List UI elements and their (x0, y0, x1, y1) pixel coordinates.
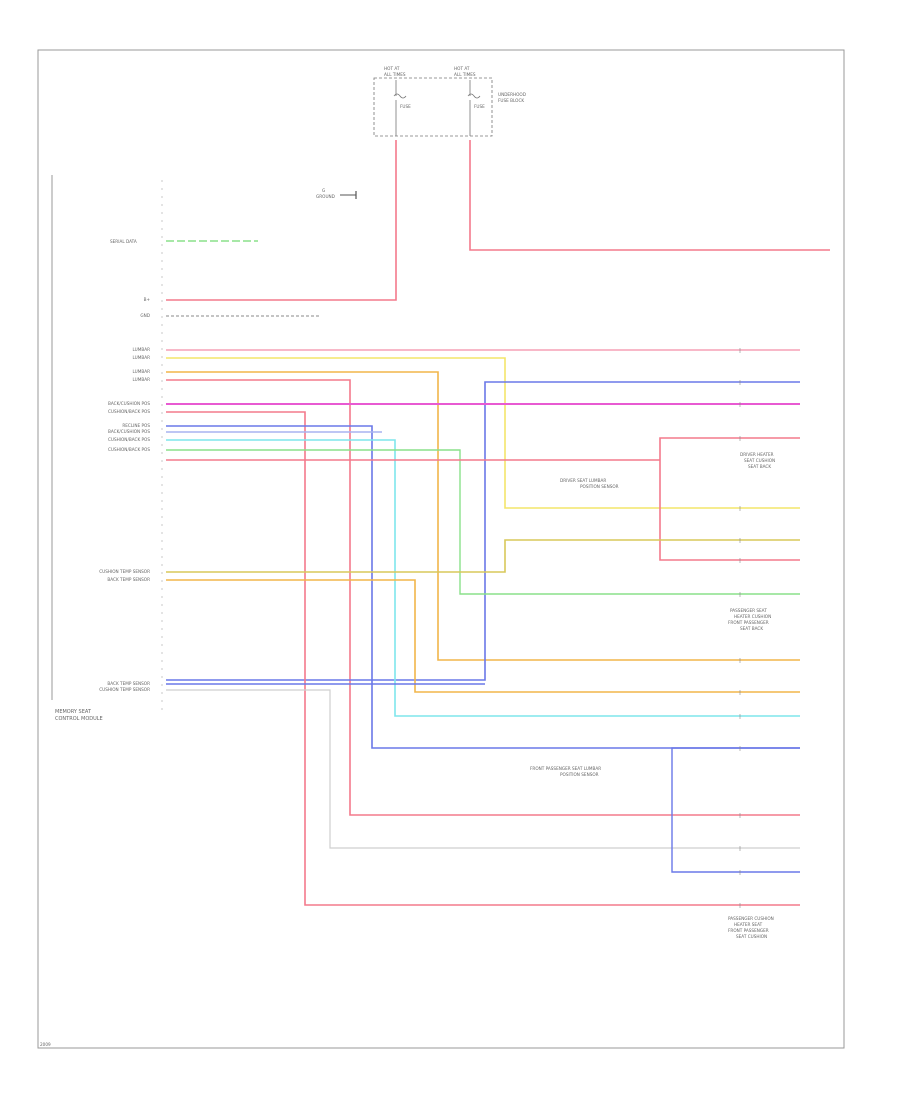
wire-fuse-2-power (469, 140, 830, 251)
passenger-label-1: PASSENGER SEAT (730, 608, 767, 613)
ground-label-2: GROUND (316, 194, 335, 199)
driver-lumbar-label-1: DRIVER SEAT LUMBAR (560, 478, 606, 483)
wire-red-long (166, 411, 800, 906)
left-signal-label: CUSHION/BACK POS (108, 409, 150, 414)
fuse-block: HOT AT ALL TIMES HOT AT ALL TIMES UNDERH… (373, 66, 526, 137)
wire-cushion-temp (166, 539, 800, 573)
left-signal-label: CUSHION/BACK POS (108, 437, 150, 442)
wire-lumbar-3 (166, 371, 800, 661)
wire-blue-upper (166, 381, 800, 681)
driver-heater-label-2: SEAT CUSHION (744, 458, 775, 463)
diagram-frame (37, 49, 845, 1049)
wire-lumbar-4 (166, 379, 800, 816)
left-signal-label: LUMBAR (133, 369, 151, 374)
fuse-2-sub-label: ALL TIMES (454, 72, 476, 77)
driver-heater-label-3: SEAT BACK (748, 464, 771, 469)
pass-heater-label-3: FRONT PASSENGER (728, 928, 769, 933)
fuse-block-label-2: FUSE BLOCK (498, 98, 524, 103)
left-signal-label: RECLINE POS (122, 423, 150, 428)
wire-green-pos (166, 449, 800, 595)
driver-heater-label-1: DRIVER HEATER (740, 452, 774, 457)
fuse-1-hot-label: HOT AT (384, 66, 400, 71)
passenger-label-3: FRONT PASSENGER (728, 620, 769, 625)
wire-passenger-blue (671, 747, 800, 873)
left-signal-label: B+ (144, 297, 151, 302)
wire-fuse-1-power (166, 140, 397, 301)
module-label-2: CONTROL MODULE (55, 716, 103, 722)
fuse-2-hot-label: HOT AT (454, 66, 470, 71)
right-labels: DRIVER HEATER SEAT CUSHION SEAT BACK DRI… (530, 452, 775, 939)
left-signal-label: GND (140, 313, 150, 318)
wire-cushion-temp-2 (166, 689, 800, 849)
fuse-1-name: FUSE (400, 104, 411, 109)
wire-back-temp (166, 579, 800, 693)
left-signal-label: LUMBAR (133, 355, 151, 360)
fuse-block-label-1: UNDERHOOD (498, 92, 526, 97)
wire-heater-loop (659, 437, 800, 561)
left-labels: B+ GND LUMBAR LUMBAR LUMBAR LUMBAR BACK/CUSHIO… (99, 297, 150, 692)
left-signal-label: LUMBAR (133, 377, 151, 382)
passenger-label-4: SEAT BACK (740, 626, 763, 631)
footer-code: 2009 (40, 1042, 51, 1047)
passenger-lumbar-label-1: FRONT PASSENGER SEAT LUMBAR (530, 766, 601, 771)
left-signal-label: CUSHION TEMP SENSOR (99, 687, 150, 692)
fuse-1-sub-label: ALL TIMES (384, 72, 406, 77)
left-signal-label: BACK/CUSHION POS (108, 429, 150, 434)
passenger-label-2: HEATER CUSHION (734, 614, 771, 619)
serial-data-label: SERIAL DATA (110, 239, 137, 244)
ground-label: G (322, 188, 325, 193)
left-signal-label: BACK TEMP SENSOR (107, 577, 150, 582)
left-signal-label: CUSHION/BACK POS (108, 447, 150, 452)
left-signal-label: LUMBAR (133, 347, 151, 352)
wire-blue-pos (166, 425, 800, 749)
fuse-2-name: FUSE (474, 104, 485, 109)
ground-symbol: G GROUND (316, 188, 357, 199)
left-signal-label: BACK/CUSHION POS (108, 401, 150, 406)
pass-heater-label-4: SEAT CUSHION (736, 934, 767, 939)
wire-cyan-pos (166, 439, 800, 717)
module-label-1: MEMORY SEAT (55, 709, 92, 715)
left-signal-label: BACK TEMP SENSOR (107, 681, 150, 686)
wire-lumbar-2 (166, 357, 800, 509)
passenger-lumbar-label-2: POSITION SENSOR (560, 772, 599, 777)
driver-lumbar-label-2: POSITION SENSOR (580, 484, 619, 489)
pass-heater-label-2: HEATER SEAT (734, 922, 763, 927)
left-signal-label: CUSHION TEMP SENSOR (99, 569, 150, 574)
pass-heater-label-1: PASSENGER CUSHION (728, 916, 774, 921)
